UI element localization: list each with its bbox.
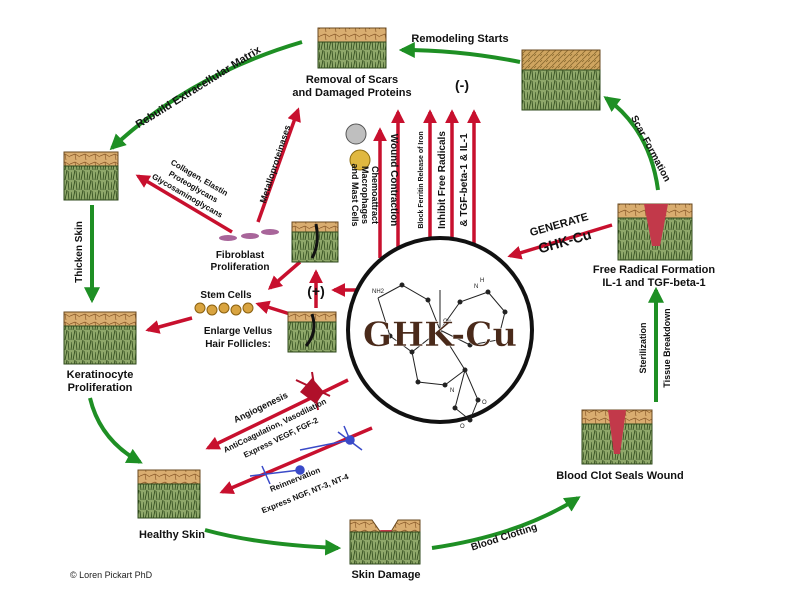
label-chemo-3: and Mast Cells	[350, 163, 360, 226]
macrophage-cells	[345, 123, 371, 171]
angiogenesis-vessel	[295, 371, 331, 411]
label-removal-2: and Damaged Proteins	[292, 87, 411, 99]
skin-vellus-follicle	[287, 311, 337, 353]
stem-cell-chain	[194, 302, 254, 316]
arrow-removal-to-rebuild	[109, 40, 303, 151]
atom-label: N	[450, 388, 454, 394]
skin-fibroblast-follicle	[291, 221, 339, 263]
label-stem-cells: Stem Cells	[200, 290, 252, 301]
atom-label: H	[480, 278, 484, 284]
arrow-keratin-to-healthy	[88, 397, 143, 464]
cycle-arrows	[84, 40, 664, 556]
skin-damage	[349, 519, 421, 565]
arrow-metalloproteinases	[256, 107, 301, 223]
atom-labels: NH2 N Cu O O N H	[372, 278, 487, 430]
skin-free-radical	[617, 203, 693, 261]
label-plus: (+)	[307, 283, 325, 299]
skin-removal	[317, 27, 387, 69]
skin-scar	[521, 49, 601, 111]
label-inhibit-radicals: Inhibit Free Radicals	[437, 131, 448, 229]
skin-blood-clot	[581, 409, 653, 465]
arrow-scar-to-removal	[398, 42, 521, 64]
molecule-structure	[377, 282, 508, 423]
label-fibroblast-2: Proliferation	[211, 262, 270, 273]
arrow-healthy-to-damage	[204, 528, 342, 556]
label-keratinocyte-1: Keratinocyte	[67, 369, 134, 381]
skin-rebuild	[63, 151, 119, 201]
label-tissue-breakdown: Tissue Breakdown	[662, 308, 672, 387]
label-rebuild: Rebuild Extracellular Matrix	[134, 44, 264, 131]
label-fibroblast-1: Fibroblast	[216, 250, 265, 261]
label-block-iron: Block Ferritin Release of Iron	[418, 131, 425, 228]
skin-keratinocyte	[63, 311, 137, 365]
atom-label: Cu	[443, 319, 451, 325]
arrow-generate	[507, 223, 613, 260]
label-blood-clot: Blood Clot Seals Wound	[556, 470, 684, 482]
label-chemo-1: Chemoattract	[370, 166, 380, 224]
label-keratinocyte-2: Proliferation	[68, 382, 133, 394]
label-chemo-2: Macrophages	[360, 166, 370, 224]
arrow-damage-to-clot	[431, 496, 581, 550]
atom-label: NH2	[372, 289, 385, 295]
arrow-to-keratinocyte	[145, 316, 193, 334]
label-metallo: Metalloproteinases	[258, 124, 293, 205]
label-skin-damage: Skin Damage	[351, 569, 420, 581]
label-wound-contraction: Wound Contraction	[388, 134, 399, 227]
label-sterilization: Sterilization	[638, 322, 648, 373]
skin-healthy	[137, 469, 201, 519]
label-remodeling: Remodeling Starts	[411, 33, 508, 45]
label-vellus-2: Hair Follicles:	[205, 339, 271, 350]
label-removal-1: Removal of Scars	[306, 74, 398, 86]
label-healthy-skin: Healthy Skin	[139, 529, 205, 541]
arrow-follicle-to-stem	[255, 300, 291, 316]
label-free-radical-1: Free Radical Formation	[593, 264, 716, 276]
arrow-collagen	[135, 174, 233, 234]
arrow-fibroblast-up	[267, 260, 302, 290]
label-vellus-1: Enlarge Vellus	[204, 326, 273, 337]
atom-label: O	[482, 400, 487, 406]
credit-label: © Loren Pickart PhD	[70, 570, 153, 580]
center-title: GHK-Cu	[363, 315, 517, 355]
label-free-radical-2: IL-1 and TGF-beta-1	[602, 277, 705, 289]
atom-label: N	[474, 284, 478, 290]
atom-label: O	[460, 424, 465, 430]
action-arrows	[135, 107, 613, 495]
arrow-angiogenesis	[205, 378, 349, 450]
center-molecule: NH2 N Cu O O N H GHK-Cu	[346, 236, 534, 430]
label-scar-formation: Scar Formation	[628, 114, 672, 184]
arrow-radical-to-scar	[603, 96, 660, 191]
neuron-cells	[249, 425, 363, 485]
label-minus: (-)	[455, 77, 469, 93]
fibroblast-cells	[219, 229, 279, 241]
label-tgf-il: & TGF-beta-1 & IL-1	[459, 133, 470, 227]
label-thicken: Thicken Skin	[74, 221, 85, 283]
